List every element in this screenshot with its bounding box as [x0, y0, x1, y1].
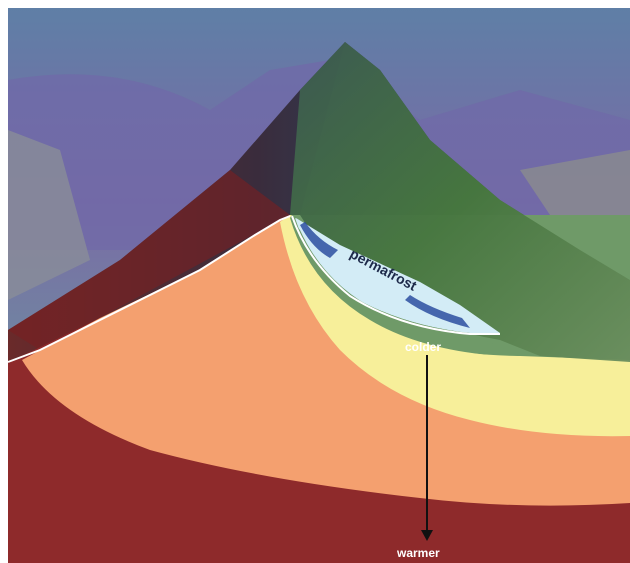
cold-band: [290, 218, 520, 356]
left-slope: [8, 170, 290, 350]
arrow-head: [421, 530, 433, 541]
permafrost-fill: [296, 218, 500, 333]
cool-band: [282, 218, 630, 436]
warmer-label: warmer: [396, 546, 440, 560]
colder-label: colder: [405, 340, 441, 354]
ground-surface-line: [7, 215, 291, 363]
permafrost-boundary: [291, 215, 500, 335]
left-valley: [8, 130, 90, 300]
